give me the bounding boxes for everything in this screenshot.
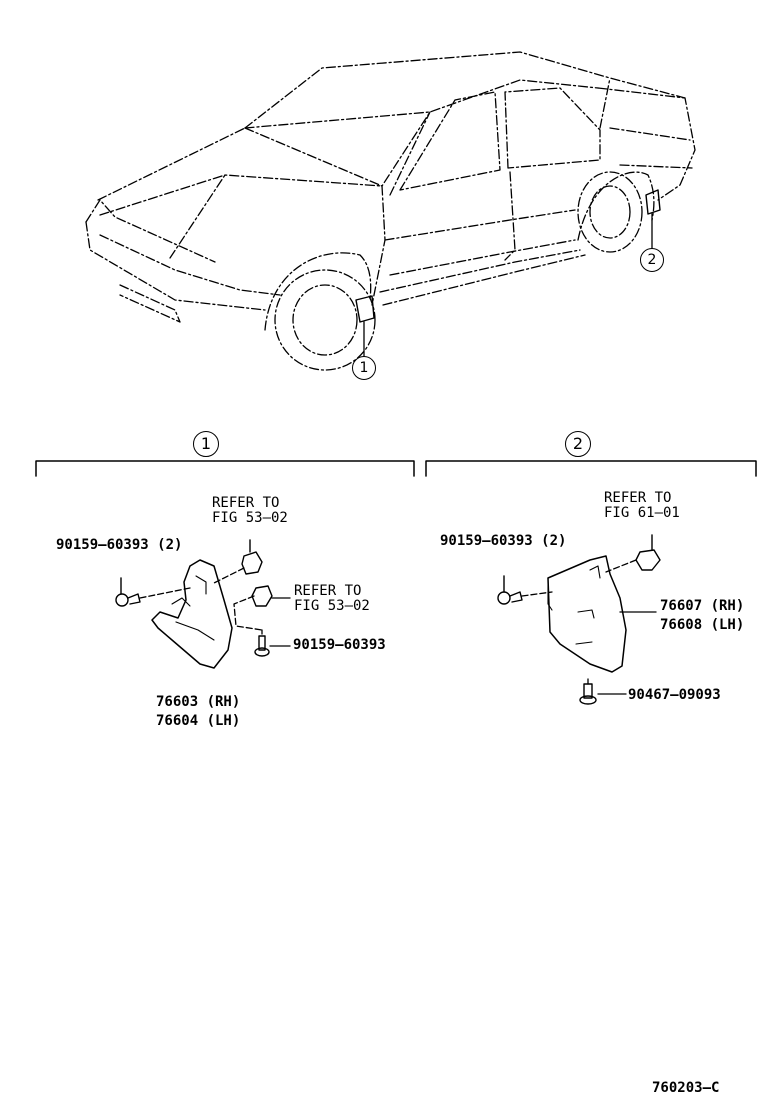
screw-s2 bbox=[579, 683, 597, 705]
s2-bolt-label: 90159–60393 (2) bbox=[440, 533, 567, 549]
section-1-bracket bbox=[35, 460, 415, 477]
screw-s1 bbox=[254, 635, 270, 657]
clip-s2 bbox=[635, 534, 661, 571]
callout-front-mudguard: 1 bbox=[352, 356, 376, 380]
s1-refer-top-line1: REFER TO bbox=[212, 495, 280, 511]
s2-screw-label: 90467–09093 bbox=[628, 687, 721, 703]
front-mudguard-marker bbox=[355, 295, 375, 323]
s1-refer-mid-line2: FIG 53–02 bbox=[294, 598, 370, 614]
callout-rear-mudguard: 2 bbox=[640, 248, 664, 272]
figure-code: 760203–C bbox=[652, 1080, 720, 1096]
car-outline bbox=[85, 51, 696, 371]
mudguard-front bbox=[151, 559, 233, 669]
s2-refer-line2: FIG 61–01 bbox=[604, 505, 680, 521]
s1-refer-top-line2: FIG 53–02 bbox=[212, 510, 288, 526]
bolt-s1 bbox=[115, 577, 141, 607]
clip-mid-s1 bbox=[251, 585, 273, 607]
section-1-header: 1 bbox=[193, 431, 219, 457]
s2-part-rh: 76607 (RH) bbox=[660, 598, 745, 614]
section-2-bracket bbox=[425, 460, 757, 477]
s1-part-lh: 76604 (LH) bbox=[156, 713, 241, 729]
section-2-header: 2 bbox=[565, 431, 591, 457]
s1-screw-label: 90159–60393 bbox=[293, 637, 386, 653]
s1-bolt-label: 90159–60393 (2) bbox=[56, 537, 183, 553]
s1-refer-mid-line1: REFER TO bbox=[294, 583, 362, 599]
bolt-s2 bbox=[497, 575, 523, 605]
rear-mudguard-marker bbox=[645, 189, 661, 215]
clip-top-s1 bbox=[241, 539, 263, 575]
mudguard-rear bbox=[547, 555, 627, 673]
s2-refer-line1: REFER TO bbox=[604, 490, 672, 506]
s2-part-lh: 76608 (LH) bbox=[660, 617, 745, 633]
s1-part-rh: 76603 (RH) bbox=[156, 694, 241, 710]
